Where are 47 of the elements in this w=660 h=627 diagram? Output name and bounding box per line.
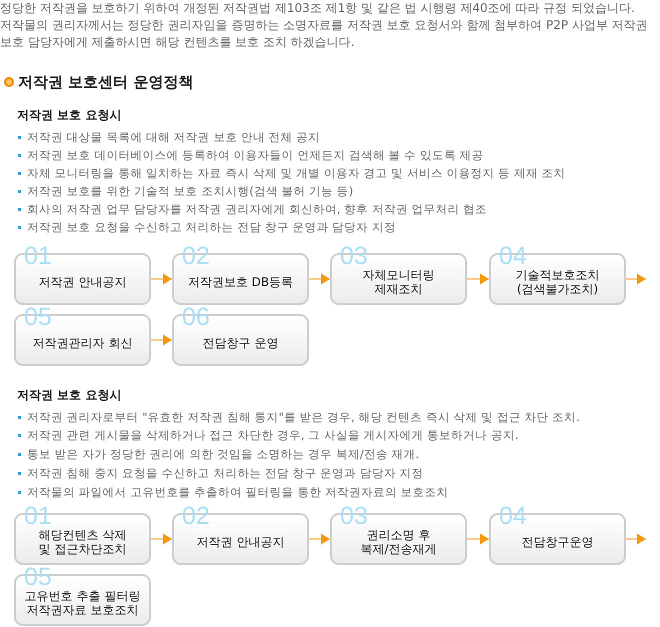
step-label: 전담창구운영: [522, 535, 594, 549]
step-label: 전담창구 운영: [202, 336, 278, 350]
step-number: 05: [24, 307, 52, 328]
list-item: 저작권 보호 요청을 수신하고 처리하는 전담 창구 운영과 담당자 지정: [27, 219, 396, 236]
step-number: 05: [24, 567, 52, 588]
step-number: 02: [182, 506, 210, 527]
step-label: 저작권관리자 회신: [32, 336, 132, 350]
intro-paragraph: 정당한 저작권을 보호하기 위하여 개정된 저작권법 제103조 제1항 및 같은 법 시행령 제40조에 따라 규정 되었습니다.: [0, 0, 636, 17]
list-item: 저작권 관련 게시물을 삭제하거나 접근 차단한 경우, 그 사실을 게시자에게 통보하거나 공지.: [27, 427, 519, 444]
step-label: 저작권 안내공지: [196, 535, 284, 549]
list-item: 저작물의 파일에서 고유번호를 추출하여 필터링을 통한 저작권자료의 보호조치: [27, 484, 449, 501]
step-number: 04: [499, 506, 527, 527]
step-label: 저작권 안내공지: [38, 275, 126, 289]
section-title: 저작권 보호센터 운영정책: [18, 73, 194, 91]
list-item: 통보 받은 자가 정당한 권리에 의한 것임을 소명하는 경우 복제/전송 재개.: [27, 446, 420, 463]
step-label: 저작권보호 DB등록: [188, 275, 294, 289]
step-number: 04: [499, 246, 527, 267]
arrow: [626, 534, 646, 544]
arrow: [466, 274, 490, 284]
arrow: [150, 334, 172, 346]
arrow: [466, 534, 490, 544]
list-item: 저작권 권리자로부터 "유효한 저작권 침해 통지"를 받은 경우, 해당 컨텐츠 즉시 삭제 및 접근 차단 조치.: [27, 409, 580, 426]
list-item: 저작권 보호 데이터베이스에 등록하여 이용자들이 언제든지 검색해 볼 수 있도록 제공: [27, 147, 484, 164]
list-item: 회사의 저작권 업무 담당자를 저작권 권리자에게 회신하여, 향후 저작권 업무처리 협조: [27, 201, 488, 218]
step-number: 03: [340, 506, 368, 527]
step-number: 03: [340, 246, 368, 267]
arrow: [150, 534, 172, 544]
arrow: [308, 534, 330, 544]
list-item: 자체 모니터링을 통해 일치하는 자료 즉시 삭제 및 개별 이용자 경고 및 서비스 이용정지 등 제재 조치: [27, 165, 566, 182]
step-label: 고유번호 추출 필터링 저작권자료 보호조치: [24, 589, 142, 617]
step-number: 01: [24, 506, 52, 527]
arrow: [626, 274, 646, 284]
arrow: [308, 274, 330, 284]
step-label: 권리소명 후 복제/전송재게: [359, 528, 438, 556]
step-label: 자체모니터링 제재조치: [362, 268, 436, 296]
step-number: 02: [182, 246, 210, 267]
step-label: 기술적보호조치 (검색불가조치): [514, 268, 600, 296]
subheading: 저작권 보호 요청시: [17, 107, 122, 124]
list-item: 저작권 보호를 위한 기술적 보호 조치시행(검색 불허 기능 등): [27, 183, 354, 200]
list-item: 저작권 침해 중지 요청을 수신하고 처리하는 전담 창구 운영과 담당자 지정: [27, 465, 424, 482]
step-number: 06: [182, 307, 210, 328]
step-number: 01: [24, 246, 52, 267]
subheading: 저작권 보호 요청시: [17, 387, 122, 404]
list-item: 저작권 대상물 목록에 대해 저작권 보호 안내 전체 공지: [27, 129, 320, 146]
arrow: [150, 274, 172, 284]
step-label: 해당컨텐츠 삭제 및 접근차단조치: [38, 528, 128, 556]
intro-paragraph: 저작물의 권리자께서는 정당한 권리자임을 증명하는 소명자료를 저작권 보호 요청서와 함께 첨부하여 P2P 사업부 저작권 보호 담당자에게 제출하시면 해당 컨텐츠를 보호 조치 하겠습니다.: [0, 17, 649, 51]
